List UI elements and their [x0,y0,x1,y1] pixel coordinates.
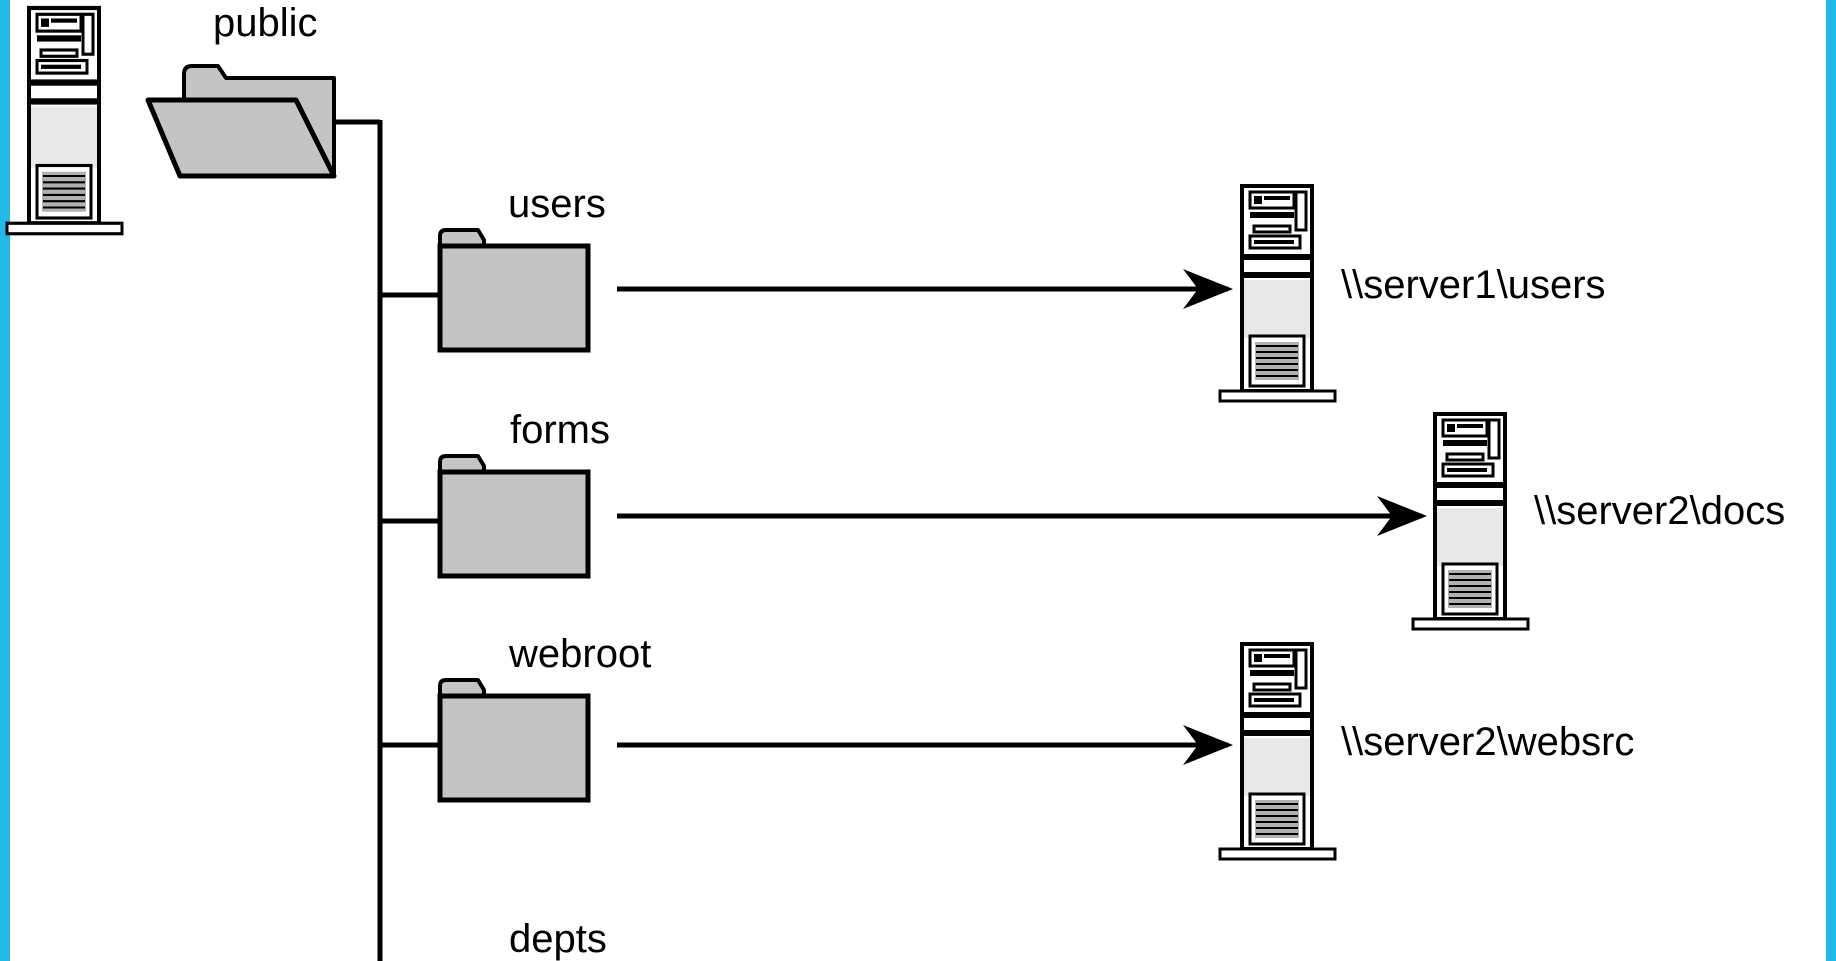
folder-icon [440,680,588,800]
server-tower-icon [1218,642,1337,861]
server-tower-icon [7,8,122,234]
target-path-label: \\server2\websrc [1341,720,1634,764]
folder-node-webroot: webroot [440,632,651,800]
folder-node-forms: forms [440,408,610,576]
server-tower-icon [1218,184,1337,403]
target-server2-websrc: \\server2\websrc [1218,642,1634,861]
folder-icon [440,230,588,350]
target-path-label: \\server2\docs [1534,489,1785,533]
folder-node-depts: depts [509,917,607,961]
folder-label: users [508,182,606,226]
folder-icon [440,456,588,576]
right-edge-bar [1826,0,1836,961]
target-server1-users: \\server1\users [1218,184,1606,403]
left-edge-bar [0,0,10,961]
root-folder-label: public [213,1,318,45]
server-tower-icon [1411,412,1530,631]
folder-label: forms [510,408,610,452]
link-arrows [617,269,1427,765]
tree-connectors [334,119,440,961]
target-server2-docs: \\server2\docs [1411,412,1785,631]
folder-label: depts [509,917,607,961]
folder-open-icon [148,66,334,176]
target-path-label: \\server1\users [1341,263,1606,307]
folder-label: webroot [508,632,651,676]
folder-node-users: users [440,182,606,350]
